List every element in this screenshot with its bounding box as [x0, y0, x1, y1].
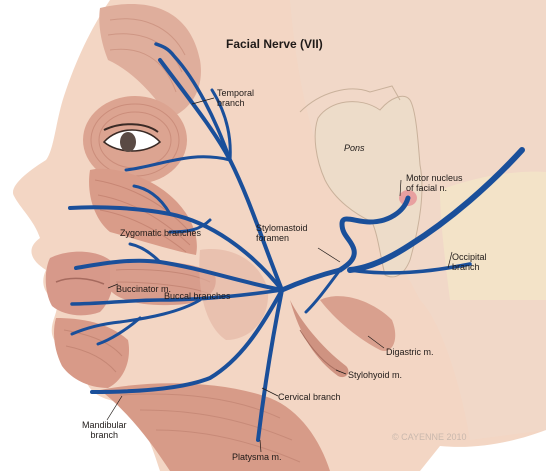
label-occipital-branch: Occipital branch: [452, 252, 487, 272]
label-temporal-branch: Temporal branch: [217, 88, 254, 108]
label-motor-nucleus: Motor nucleus of facial n.: [406, 173, 463, 193]
label-cervical-branch: Cervical branch: [278, 392, 341, 402]
label-zygomatic-branches: Zygomatic branches: [120, 228, 201, 238]
label-digastric: Digastric m.: [386, 347, 434, 357]
label-stylomastoid-foramen: Stylomastoid foramen: [256, 223, 308, 243]
watermark: © CAYENNE 2010: [392, 432, 467, 442]
label-mandibular-branch: Mandibular branch: [82, 420, 127, 440]
label-platysma: Platysma m.: [232, 452, 282, 462]
label-buccinator: Buccinator m.: [116, 284, 171, 294]
diagram-title: Facial Nerve (VII): [226, 37, 323, 51]
label-pons: Pons: [344, 143, 365, 153]
label-stylohyoid: Stylohyoid m.: [348, 370, 402, 380]
label-buccal-branches: Buccal branches: [164, 291, 231, 301]
